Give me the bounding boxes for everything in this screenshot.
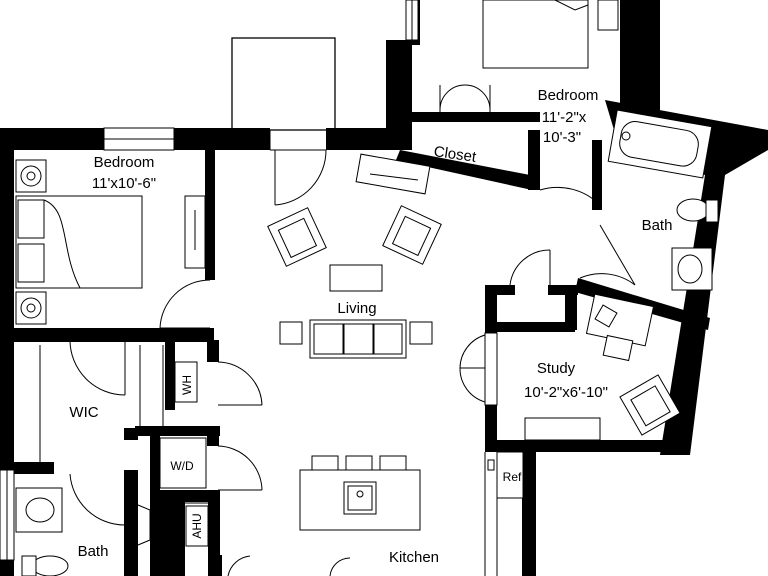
wic-lines [39,345,164,462]
side-table-left [279,321,303,345]
label-ref: Ref [503,470,522,484]
label-wic: WIC [69,404,98,421]
wall-wh-bottom [135,426,220,436]
window-study [484,332,498,406]
balcony [231,37,336,151]
wall-study-left [485,405,497,450]
stool-3 [379,455,407,471]
wall-kitchen-left [208,555,222,576]
wall-upper-bed-left [386,40,412,150]
label-bath-left: Bath [78,543,109,560]
wall-nook-left [485,285,497,333]
room-labels: Bedroom 11'-2"x 10'-3" Closet Bedroom 11… [69,87,672,566]
stool-1 [311,455,339,471]
vanity-left [15,487,63,533]
furniture-living [267,153,442,359]
wall-wd-left [150,430,160,500]
toilet-left [31,555,69,576]
wall-wic-bottom [14,462,54,474]
wall-nook-inner [565,285,577,330]
wall-closet-top [400,112,540,122]
label-bedroom-upper-dim2: 10'-3" [543,129,581,146]
label-bedroom-upper-dim1: 11'-2"x [542,109,587,126]
label-wh: WH [180,375,194,395]
label-ahu: AHU [190,513,204,538]
label-closet: Closet [433,143,478,166]
label-bedroom-left-dims: 11'x10'-6" [92,175,156,192]
stool-2 [345,455,373,471]
wall-nook-right [548,285,578,295]
label-living: Living [337,300,376,317]
water-heater [174,361,198,403]
wall-ahu-left [150,500,185,576]
wall-bath-left [592,140,602,210]
bed-upper [482,0,589,69]
wall-nook-top [485,285,515,295]
furniture-kitchen [299,451,524,576]
furniture-upper-bedroom [482,0,619,69]
label-bath-right: Bath [642,217,673,234]
windows [0,0,498,561]
furniture-utility [159,361,209,547]
wall-closet-bottom [396,150,532,190]
wall-wh-left [165,340,175,410]
label-kitchen: Kitchen [389,549,439,566]
laptop [594,304,618,328]
furniture-bath-left [15,487,151,576]
toilet-right [676,198,710,222]
wall-top-mid [326,128,386,150]
wall-left [0,128,14,576]
wall-bedroom-bottom [14,328,214,342]
label-study: Study [537,360,576,377]
wall-study-bottom [485,440,690,452]
bookshelf [524,417,601,441]
label-bedroom-left: Bedroom [94,154,155,171]
wall-wh-right [207,340,219,362]
dresser-upper [597,0,619,31]
furniture-study [524,293,681,441]
wall-closet-right [528,130,540,190]
wall-upper-bed-right [620,0,660,110]
wall-bath-left-right [124,470,138,576]
label-wd: W/D [170,459,194,473]
furniture-left-bedroom [15,159,206,325]
wall-kitchen-right [522,450,536,576]
side-table-right [409,321,433,345]
wall-wd-bottom [150,490,220,502]
label-study-dims: 10'-2"x6'-10" [524,384,608,401]
wall-bedroom-living [205,150,215,280]
ahu-unit [185,505,209,547]
washer-dryer [159,437,207,489]
doors [69,84,636,576]
balcony-outline [231,37,336,131]
furniture-bath-right [607,109,719,291]
wall-bath-left-top [124,428,138,440]
desk-chair [602,334,634,362]
label-bedroom-upper: Bedroom [538,87,599,104]
coffee-table [329,264,383,292]
wall-wd-right [207,436,219,446]
wall-nook-bottom [485,322,575,332]
tv-console [355,153,431,195]
